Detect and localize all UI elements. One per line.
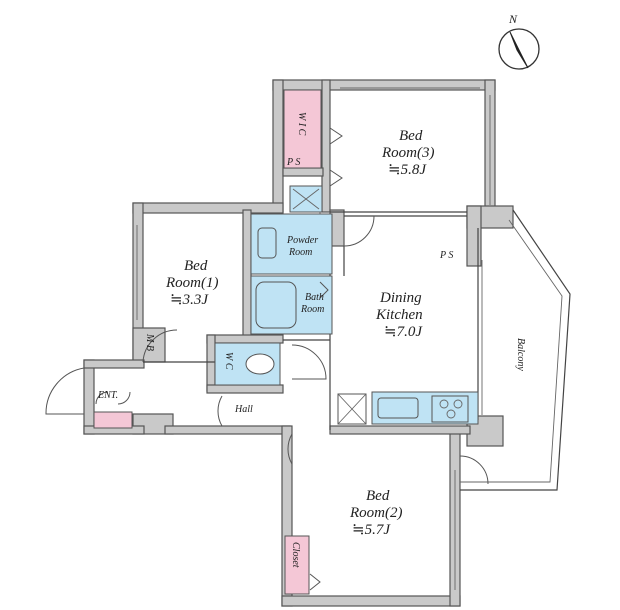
wc-label: W C (223, 352, 234, 370)
ps-right-label: P S (439, 250, 453, 261)
ps-top-label: P S (286, 157, 300, 168)
bed3-line1: Bed (399, 128, 423, 144)
door-hall-left (217, 395, 223, 427)
entrance-storage (93, 411, 133, 429)
dining-line2: Kitchen (375, 307, 423, 323)
door-bath (291, 344, 327, 380)
bathtub-icon (255, 281, 297, 329)
bed1-area: ≒3.3J (170, 292, 209, 308)
bath-label-2: Room (300, 304, 324, 315)
door-dining (343, 215, 375, 247)
powder-label-1: Powder (286, 235, 318, 246)
door-balcony (459, 455, 489, 485)
bed3-area: ≒5.8J (388, 162, 427, 178)
bath-label-1: Bath (305, 292, 324, 303)
door-bedroom2 (287, 433, 293, 465)
compass-label: N (508, 12, 518, 26)
compass-needle-icon (509, 31, 529, 69)
dining-area: ≒7.0J (384, 324, 423, 340)
wic-label: W I C (296, 112, 307, 136)
bed2-area: ≒5.7J (352, 522, 391, 538)
sink-icon (257, 227, 277, 259)
doors (45, 127, 489, 591)
bed2-line2: Room(2) (349, 505, 403, 521)
bed2-line1: Bed (366, 488, 390, 504)
bath-room (250, 275, 333, 335)
hall-label: Hall (234, 404, 253, 415)
interior-lines (136, 87, 491, 590)
door-bed3 (329, 127, 343, 145)
fridge-space (337, 393, 367, 425)
bed1-line2: Room(1) (165, 275, 219, 291)
kitchen-counter (371, 391, 479, 425)
powder-room (250, 213, 333, 275)
balcony: Balcony (460, 209, 571, 491)
ent-label: ENT. (97, 390, 118, 401)
compass-ring-icon (498, 28, 540, 70)
closet (284, 535, 310, 595)
bed1-line1: Bed (184, 258, 208, 274)
dining-line1: Dining (379, 290, 422, 306)
closet-label: Closet (290, 542, 301, 568)
compass: N (498, 12, 540, 70)
room-labels: Bed Room(3) ≒5.8J Bed Room(1) ≒3.3J Dini… (97, 112, 453, 568)
kitchen-sink-icon (377, 397, 419, 419)
door-entrance (45, 367, 85, 415)
storage-areas (93, 89, 322, 595)
toilet-icon (245, 353, 275, 375)
mb-label: M B (144, 333, 155, 351)
wet-areas (214, 185, 479, 425)
bed3-line2: Room(3) (381, 145, 435, 161)
powder-label-2: Room (288, 247, 312, 258)
walk-in-closet (283, 89, 322, 169)
door-bedroom1 (142, 329, 178, 363)
stove-icon (431, 395, 469, 423)
balcony-label: Balcony (515, 338, 526, 371)
